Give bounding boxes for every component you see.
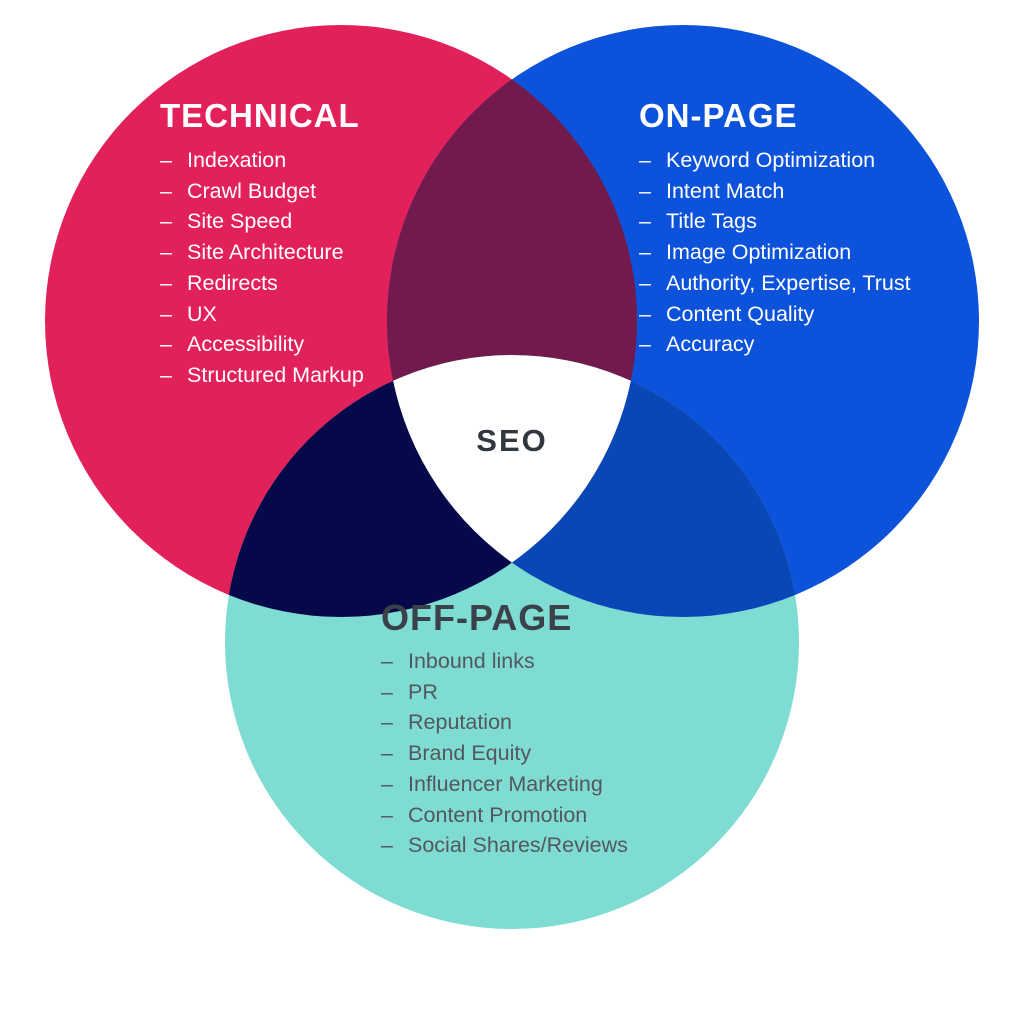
list-item: –PR	[381, 677, 628, 708]
list-item-text: Content Promotion	[408, 802, 588, 827]
offpage-title: OFF-PAGE	[381, 597, 573, 638]
bullet-dash: –	[160, 178, 172, 203]
bullet-dash: –	[160, 301, 172, 326]
list-item: –Structured Markup	[160, 360, 364, 391]
list-item-text: Intent Match	[666, 178, 785, 203]
list-item: –Title Tags	[639, 206, 911, 237]
bullet-dash: –	[639, 209, 651, 234]
list-item-text: Site Architecture	[187, 240, 344, 265]
list-item-text: Redirects	[187, 270, 278, 295]
technical-title: TECHNICAL	[160, 97, 360, 134]
bullet-dash: –	[381, 802, 393, 827]
bullet-dash: –	[160, 270, 172, 295]
list-item-text: Indexation	[187, 148, 287, 172]
list-item-text: Brand Equity	[408, 741, 532, 766]
list-item: –Reputation	[381, 707, 628, 738]
list-item: –Site Architecture	[160, 237, 364, 268]
technical-section: TECHNICAL –Indexation–Crawl Budget–Site …	[160, 97, 364, 391]
bullet-dash: –	[160, 362, 172, 387]
bullet-dash: –	[639, 240, 651, 265]
list-item: –Keyword Optimization	[639, 145, 911, 176]
list-item-text: Accuracy	[666, 332, 755, 357]
list-item: –Accessibility	[160, 329, 364, 360]
bullet-dash: –	[381, 741, 393, 766]
bullet-dash: –	[160, 148, 172, 172]
onpage-title: ON-PAGE	[639, 97, 798, 134]
center-seo-label: SEO	[476, 423, 548, 458]
bullet-dash: –	[381, 710, 393, 735]
offpage-section: OFF-PAGE –Inbound links–PR–Reputation–Br…	[381, 598, 628, 861]
list-item-text: Crawl Budget	[187, 178, 317, 203]
list-item-text: Reputation	[408, 710, 512, 735]
list-item: –Inbound links	[381, 646, 628, 677]
list-item: –Accuracy	[639, 329, 911, 360]
bullet-dash: –	[381, 679, 393, 704]
list-item: –Image Optimization	[639, 237, 911, 268]
onpage-section: ON-PAGE –Keyword Optimization–Intent Mat…	[639, 97, 911, 360]
list-item: –Redirects	[160, 268, 364, 299]
list-item-text: Authority, Expertise, Trust	[666, 270, 911, 295]
technical-offpage-overlap	[225, 355, 637, 617]
bullet-dash: –	[639, 301, 651, 326]
list-item-text: Structured Markup	[187, 362, 364, 387]
bullet-dash: –	[639, 270, 651, 295]
list-item-text: PR	[408, 679, 438, 704]
bullet-dash: –	[160, 332, 172, 357]
list-item: –Intent Match	[639, 176, 911, 207]
bullet-dash: –	[381, 649, 393, 673]
bullet-dash: –	[160, 209, 172, 234]
list-item: –Indexation	[160, 145, 364, 176]
list-item-text: Accessibility	[187, 332, 305, 357]
list-item: –Brand Equity	[381, 738, 628, 769]
list-item-text: Title Tags	[666, 209, 757, 234]
list-item-text: Content Quality	[666, 301, 815, 326]
onpage-offpage-overlap	[387, 355, 799, 617]
list-item: –Influencer Marketing	[381, 769, 628, 800]
list-item: –UX	[160, 299, 364, 330]
bullet-dash: –	[639, 178, 651, 203]
bullet-dash: –	[639, 148, 651, 172]
list-item: –Content Promotion	[381, 800, 628, 831]
offpage-list: –Inbound links–PR–Reputation–Brand Equit…	[381, 646, 628, 861]
list-item-text: UX	[187, 301, 217, 326]
bullet-dash: –	[381, 833, 393, 858]
list-item: –Authority, Expertise, Trust	[639, 268, 911, 299]
list-item-text: Influencer Marketing	[408, 771, 603, 796]
list-item: –Crawl Budget	[160, 176, 364, 207]
onpage-list: –Keyword Optimization–Intent Match–Title…	[639, 145, 911, 360]
list-item: –Site Speed	[160, 206, 364, 237]
list-item-text: Image Optimization	[666, 240, 852, 265]
list-item: –Social Shares/Reviews	[381, 830, 628, 861]
bullet-dash: –	[381, 771, 393, 796]
technical-list: –Indexation–Crawl Budget–Site Speed–Site…	[160, 145, 364, 391]
bullet-dash: –	[160, 240, 172, 265]
bullet-dash: –	[639, 332, 651, 357]
list-item-text: Social Shares/Reviews	[408, 833, 628, 858]
list-item-text: Inbound links	[408, 649, 535, 673]
list-item-text: Site Speed	[187, 209, 293, 234]
list-item-text: Keyword Optimization	[666, 148, 876, 172]
list-item: –Content Quality	[639, 299, 911, 330]
